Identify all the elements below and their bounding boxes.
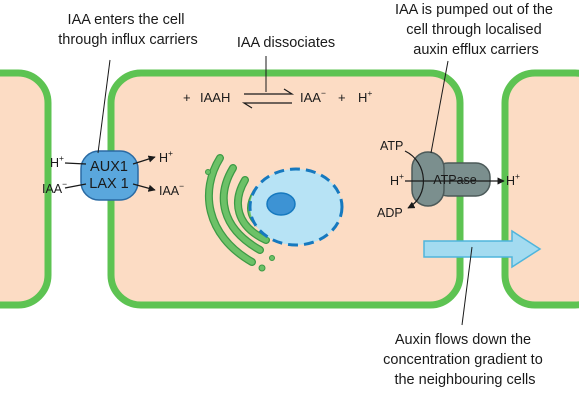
right-neighbouring-cell	[501, 69, 579, 309]
h-outside-right: H+	[506, 171, 520, 188]
eq-right-plus: +	[338, 90, 346, 105]
h-influx-line	[64, 162, 87, 165]
efflux-carrier: ATPase	[411, 151, 491, 207]
carrier-label-aux1: AUX1	[90, 159, 128, 175]
carrier-label-lax1: LAX 1	[89, 176, 129, 192]
iaa-dissociates-annotation: IAA dissociates	[237, 35, 335, 51]
eq-h-plus: H+	[358, 88, 372, 105]
adp-label: ADP	[377, 206, 403, 220]
iaa-influx-line	[64, 183, 87, 189]
h-inside-left: H+	[159, 148, 173, 165]
h-inside-right: H+	[390, 171, 404, 188]
iaa-enters-annotation: IAA enters the cell through influx carri…	[58, 12, 197, 48]
h-release-arrow	[132, 155, 156, 165]
atpase-label: ATPase	[433, 173, 477, 187]
equilibrium-arrows	[241, 88, 295, 109]
eq-iaah: IAAH	[200, 90, 230, 105]
eq-iaa-minus: IAA−	[300, 88, 326, 105]
nucleus	[248, 167, 344, 247]
dissociation-equilibrium: + IAAH IAA− + H+	[183, 88, 372, 109]
auxin-flow-arrow	[423, 229, 542, 269]
iaa-inside-left: IAA−	[159, 181, 184, 198]
flow-annotation: Auxin flows down the concentration gradi…	[383, 332, 547, 388]
left-neighbouring-cell	[0, 69, 52, 309]
efflux-annotation: IAA is pumped out of the cell through lo…	[395, 2, 557, 58]
flow-leader-line	[461, 246, 473, 326]
h-outside-left: H+	[50, 153, 64, 170]
influx-leader-line	[97, 59, 111, 154]
efflux-leader-line	[430, 60, 449, 154]
atp-label: ATP	[380, 139, 403, 153]
influx-carrier: AUX1 LAX 1	[80, 150, 139, 201]
nucleolus	[266, 192, 296, 216]
iaa-outside-left: IAA−	[42, 179, 67, 196]
atp-to-adp-arc	[404, 150, 424, 209]
iaa-release-arrow	[132, 183, 156, 192]
eq-left-plus: +	[183, 90, 191, 105]
